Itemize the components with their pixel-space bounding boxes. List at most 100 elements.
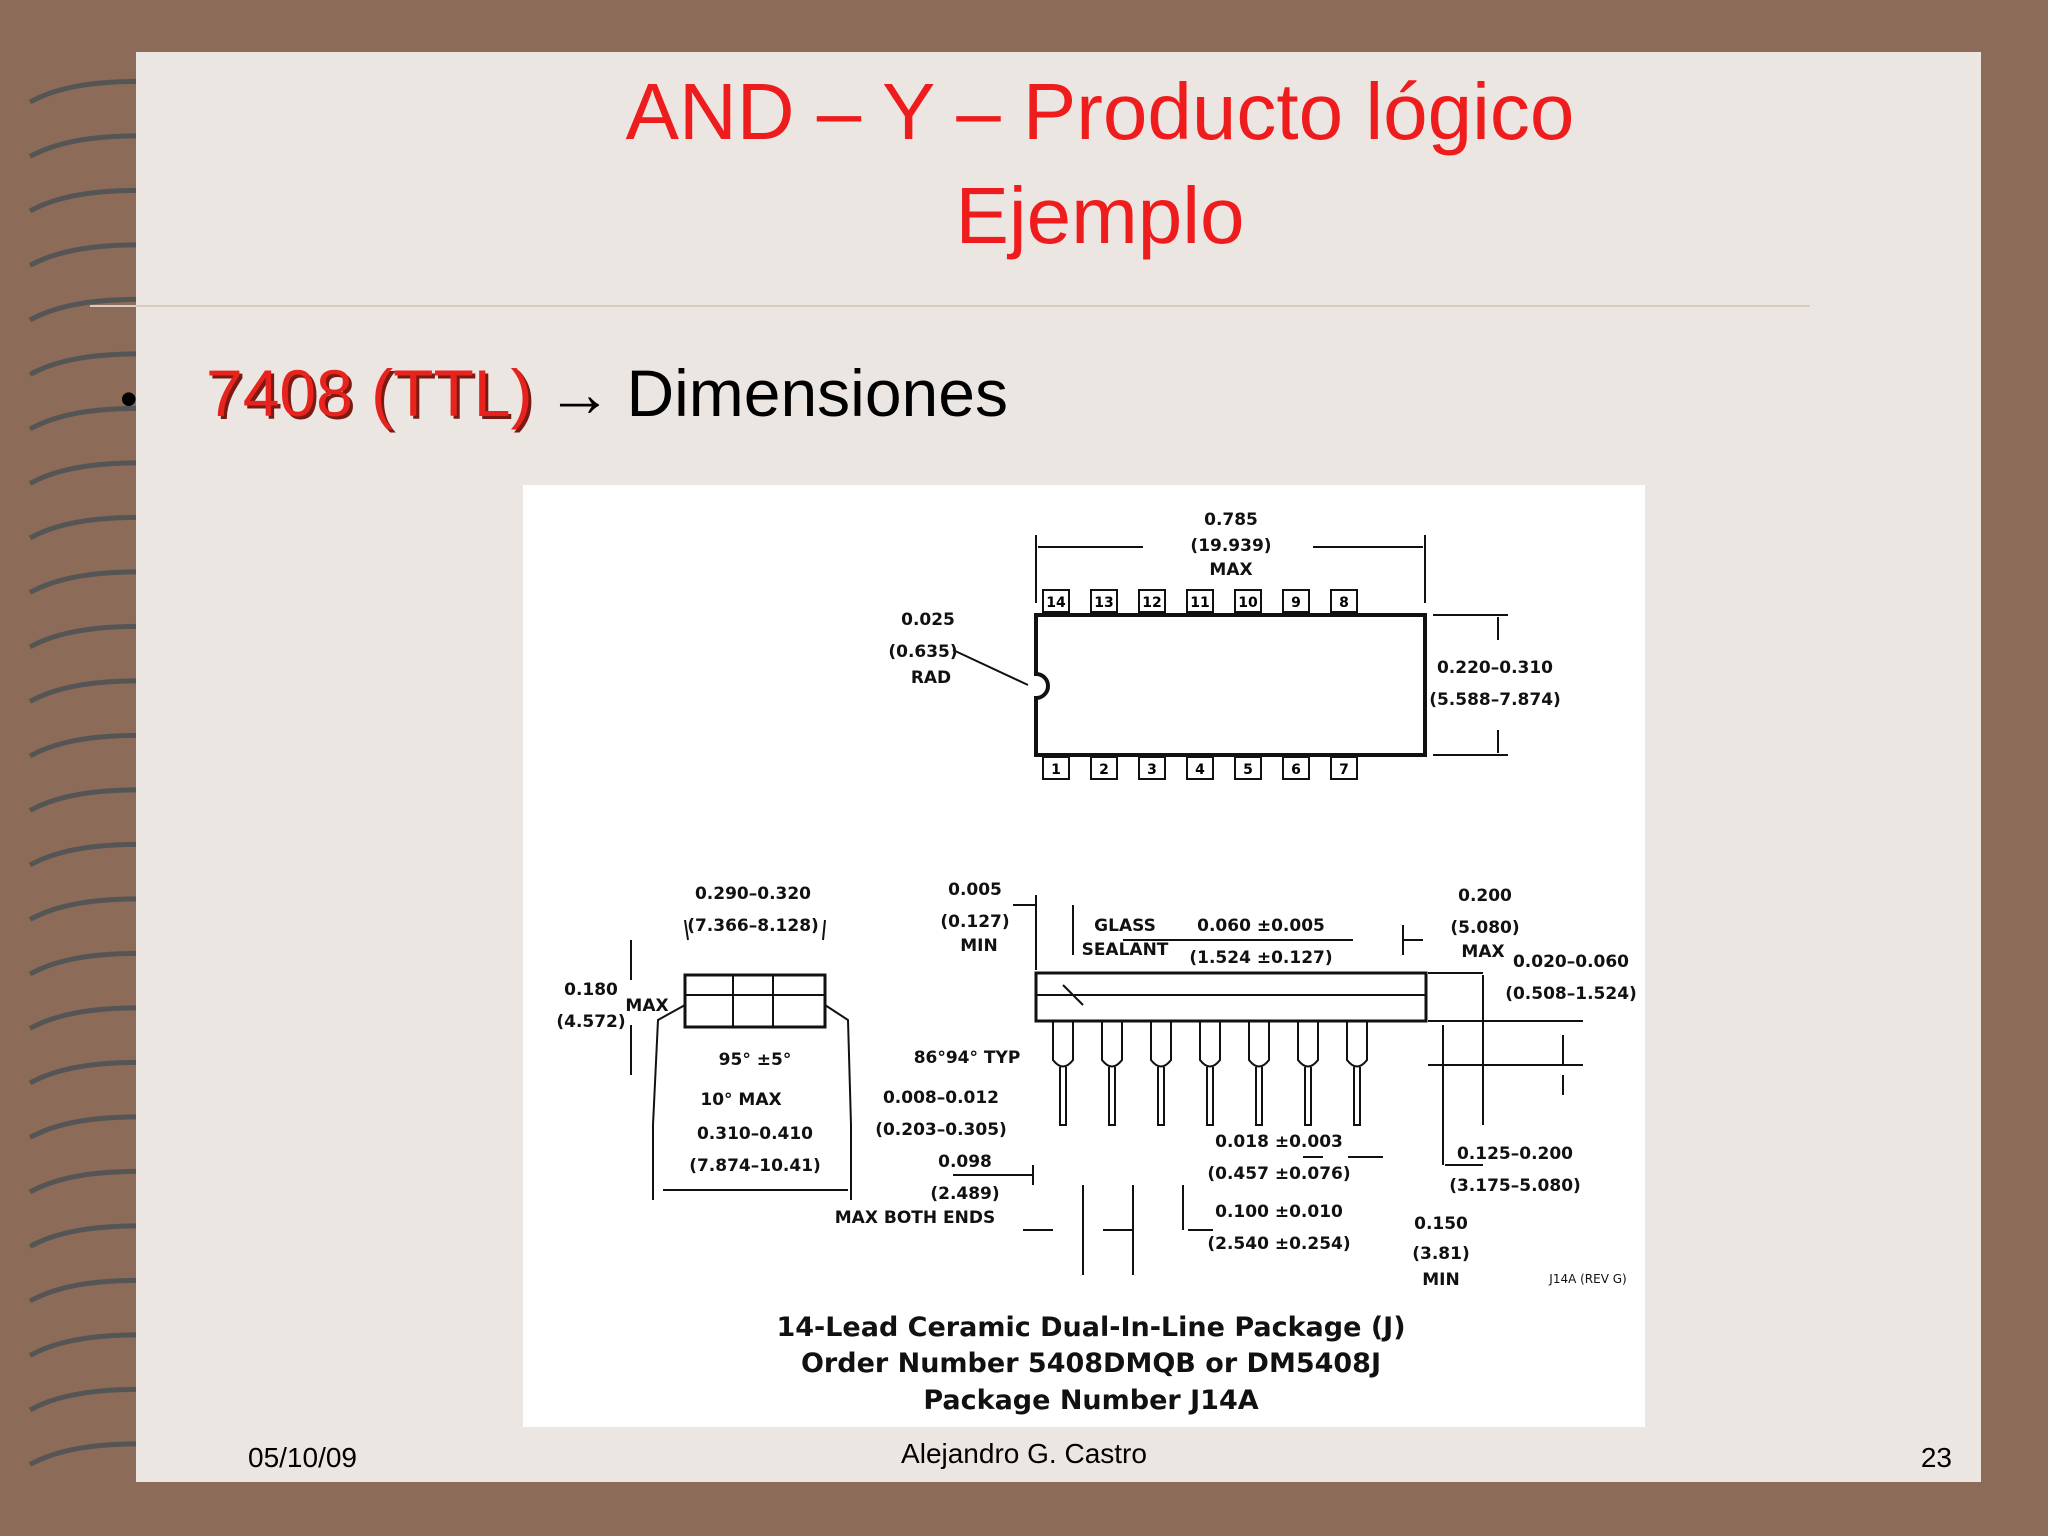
- right-arrow-icon: →: [546, 356, 613, 430]
- dim-thick: 0.008–0.012: [883, 1088, 999, 1108]
- dim-gap: 0.005: [948, 880, 1002, 900]
- top-pin-box: [1138, 589, 1166, 613]
- dim-lead-len-mm: (3.175–5.080): [1449, 1176, 1581, 1196]
- dim-ends: 0.098: [938, 1152, 992, 1172]
- title-line-2: Ejemplo: [955, 171, 1245, 260]
- caption-line-3: Package Number J14A: [923, 1385, 1258, 1416]
- side-view-body: [683, 973, 827, 1029]
- dim-lead-len: 0.125–0.200: [1457, 1144, 1573, 1164]
- bottom-pin-box: [1042, 756, 1070, 780]
- top-pin-box: [1282, 589, 1310, 613]
- glass-label-1: GLASS: [1094, 916, 1156, 936]
- dim-side-height: 0.180: [564, 980, 618, 1000]
- dim-gap-min: MIN: [960, 936, 997, 956]
- bottom-pin-label: 6: [1291, 762, 1301, 778]
- dim-angle1: 95° ±5°: [719, 1050, 792, 1070]
- top-pin-label: 14: [1046, 595, 1066, 611]
- bullet-dot-icon: •: [120, 370, 138, 427]
- top-pin-label: 9: [1291, 595, 1301, 611]
- front-lead: [1297, 1021, 1319, 1126]
- dim-body-height-mm: (5.588–7.874): [1429, 690, 1561, 710]
- footer-author: Alejandro G. Castro: [901, 1438, 1147, 1469]
- bullet-item: • 7408 (TTL)→Dimensiones: [120, 355, 1008, 431]
- dim-pin-width: 0.018 ±0.003: [1215, 1132, 1343, 1152]
- bottom-pin-box: [1186, 756, 1214, 780]
- dim-lead-width: 0.060 ±0.005: [1197, 916, 1325, 936]
- dim-side-height-mm: (4.572): [556, 1012, 625, 1032]
- front-lead: [1101, 1021, 1123, 1126]
- front-lead: [1199, 1021, 1221, 1126]
- dim-side-width-mm: (7.366–8.128): [687, 916, 819, 936]
- top-pin-box: [1234, 589, 1262, 613]
- top-pin-box: [1330, 589, 1358, 613]
- dim-ends-label: MAX BOTH ENDS: [835, 1208, 995, 1228]
- dim-gap-mm: (0.127): [940, 912, 1009, 932]
- dim-rad: 0.025: [901, 610, 955, 630]
- bottom-pin-box: [1330, 756, 1358, 780]
- title-divider: [90, 305, 1810, 307]
- dim-pitch: 0.100 ±0.010: [1215, 1202, 1343, 1222]
- dim-rad-label: RAD: [911, 668, 951, 688]
- bottom-pin-label: 4: [1195, 762, 1205, 778]
- bottom-pin-label: 3: [1147, 762, 1157, 778]
- dim-seat-mm: (0.508–1.524): [1505, 984, 1637, 1004]
- bullet-text: Dimensiones: [626, 356, 1008, 430]
- footer-page-number: 23: [1920, 1442, 1952, 1473]
- top-pin-label: 11: [1190, 595, 1209, 611]
- dim-top-width: 0.785: [1204, 510, 1258, 530]
- dim-lead-width-mm: (1.524 ±0.127): [1189, 948, 1332, 968]
- bottom-pin-label: 7: [1339, 762, 1349, 778]
- slide-title: AND – Y – Producto lógico Ejemplo: [380, 60, 1820, 268]
- top-pin-box: [1090, 589, 1118, 613]
- front-lead: [1150, 1021, 1172, 1126]
- dim-body-height: 0.220–0.310: [1437, 658, 1553, 678]
- front-lead: [1248, 1021, 1270, 1126]
- front-lead: [1052, 1021, 1074, 1126]
- top-pin-label: 13: [1094, 595, 1113, 611]
- bottom-pin-box: [1090, 756, 1118, 780]
- top-pin-label: 8: [1339, 595, 1349, 611]
- bottom-pin-box: [1282, 756, 1310, 780]
- dim-pin-width-mm: (0.457 ±0.076): [1207, 1164, 1350, 1184]
- caption-line-1: 14-Lead Ceramic Dual-In-Line Package (J): [776, 1312, 1405, 1343]
- caption-line-2: Order Number 5408DMQB or DM5408J: [801, 1348, 1381, 1379]
- bottom-pin-label: 5: [1243, 762, 1253, 778]
- dim-max-height-mm: (5.080): [1450, 918, 1519, 938]
- top-pin-label: 12: [1142, 595, 1161, 611]
- dim-lead-span: 0.310–0.410: [697, 1124, 813, 1144]
- bottom-pin-label: 2: [1099, 762, 1109, 778]
- dim-side-height-max: MAX: [625, 996, 668, 1016]
- dim-max-height: 0.200: [1458, 886, 1512, 906]
- bottom-pin-label: 1: [1051, 762, 1061, 778]
- bottom-pin-box: [1234, 756, 1262, 780]
- title-line-1: AND – Y – Producto lógico: [625, 67, 1575, 156]
- dim-min-len-min: MIN: [1422, 1270, 1459, 1290]
- dim-thick-mm: (0.203–0.305): [875, 1120, 1007, 1140]
- dim-top-width-max: MAX: [1209, 560, 1252, 580]
- dim-side-width: 0.290–0.320: [695, 884, 811, 904]
- top-view-body: [1034, 613, 1427, 757]
- dim-min-len-mm: (3.81): [1412, 1244, 1469, 1264]
- dim-angle3: 86°94° TYP: [914, 1048, 1021, 1068]
- dim-top-width-mm: (19.939): [1190, 536, 1271, 556]
- dim-max-height-max: MAX: [1461, 942, 1504, 962]
- dim-ends-mm: (2.489): [930, 1184, 999, 1204]
- bottom-pin-box: [1138, 756, 1166, 780]
- top-pin-box: [1186, 589, 1214, 613]
- dim-angle2: 10° MAX: [700, 1090, 781, 1110]
- top-pin-label: 10: [1238, 595, 1258, 611]
- dim-min-len: 0.150: [1414, 1214, 1468, 1234]
- dim-rad-mm: (0.635): [888, 642, 957, 662]
- glass-label-2: SEALANT: [1082, 940, 1169, 960]
- footer-date: 05/10/09: [248, 1442, 357, 1473]
- dim-pitch-mm: (2.540 ±0.254): [1207, 1234, 1350, 1254]
- dim-seat: 0.020–0.060: [1513, 952, 1629, 972]
- front-view-body: [1034, 971, 1428, 1023]
- top-pin-box: [1042, 589, 1070, 613]
- bullet-link-7408[interactable]: 7408 (TTL): [206, 356, 533, 430]
- rev-label: J14A (REV G): [1548, 1272, 1626, 1286]
- front-lead: [1346, 1021, 1368, 1126]
- dim-lead-span-mm: (7.874–10.41): [689, 1156, 821, 1176]
